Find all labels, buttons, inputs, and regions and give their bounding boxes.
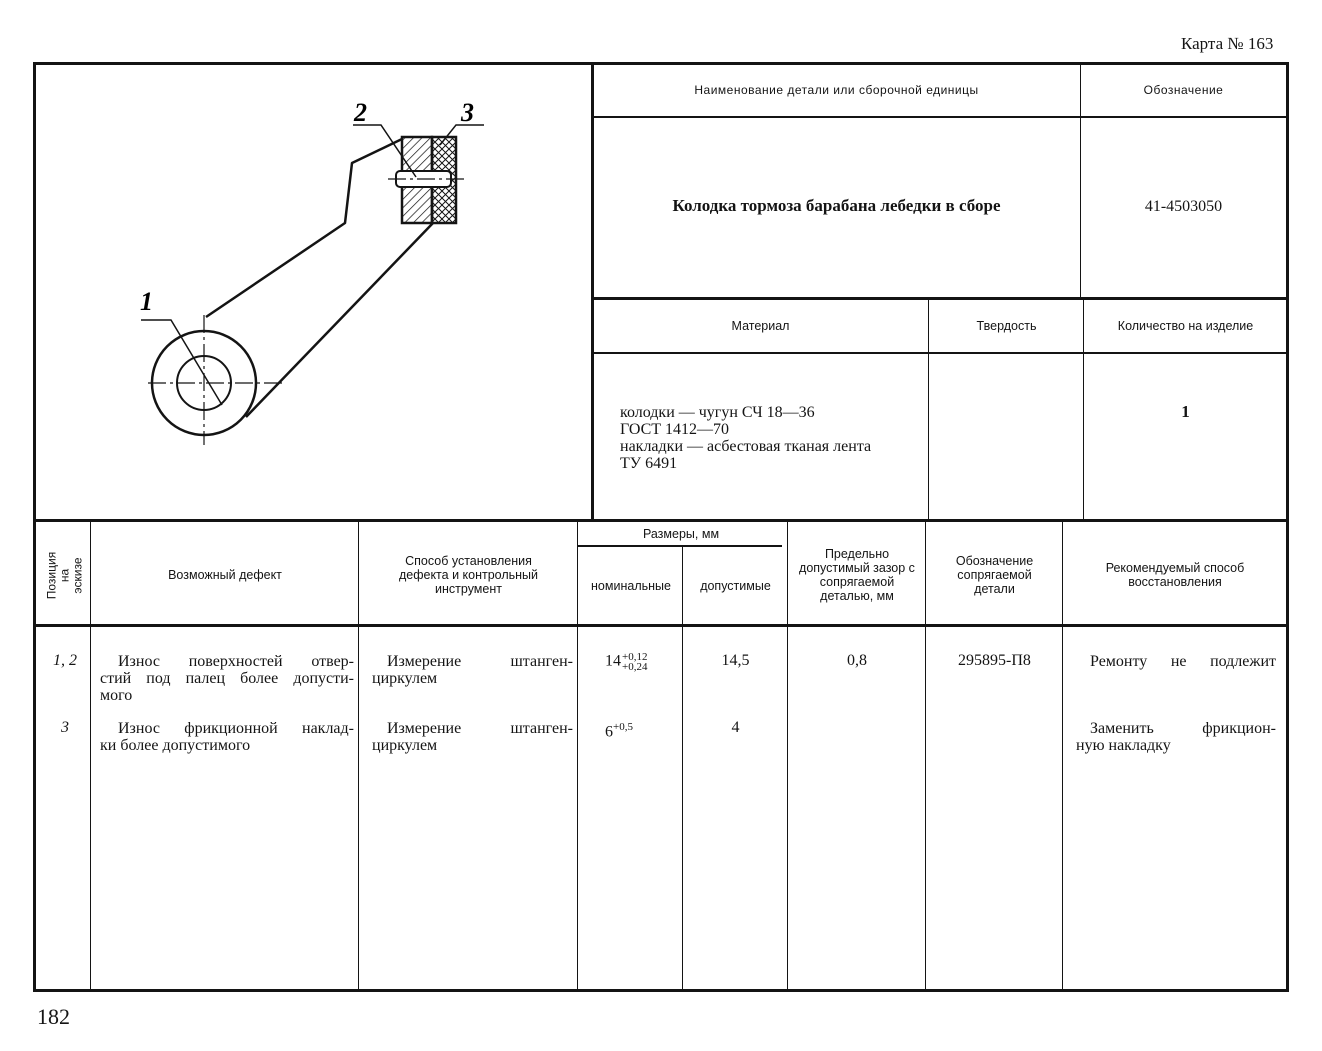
row-allowed: 4 (731, 719, 740, 736)
header-divider-3 (593, 352, 1286, 354)
designation-label: Обозначение (1143, 83, 1224, 97)
row-defect: Износ фрикционной наклад- ки более допус… (100, 720, 354, 754)
row-nominal: 14+0,12+0,24 (605, 651, 683, 673)
method-line: циркулем (372, 670, 438, 687)
row-allowed: 14,5 (721, 652, 750, 669)
defect-line: стий под палец более допусти- (100, 670, 354, 687)
row-gap: 0,8 (847, 652, 867, 669)
method-line: Измерение штанген- (387, 720, 573, 737)
header-divider-2 (593, 297, 1286, 300)
callout-3: 3 (460, 98, 474, 127)
col-sep-2 (358, 521, 359, 990)
sketch-divider (591, 62, 594, 520)
row-position: 3 (61, 719, 69, 736)
row-method: Измерение штанген- циркулем (372, 720, 573, 754)
restore-line: ную накладку (1076, 737, 1171, 754)
row-mating: 295895-П8 (958, 652, 1031, 669)
row-restore: Ремонту не подлежит (1076, 653, 1276, 670)
restore-header: Рекомендуемый способ восстановления (1105, 561, 1245, 589)
defect-header: Возможный дефект (168, 568, 282, 582)
part-name: Колодка тормоза барабана лебедки в сборе (672, 196, 1001, 215)
col-sep-7 (1062, 521, 1063, 990)
callout-1: 1 (140, 287, 153, 316)
allowed-header: допустимые (700, 579, 771, 593)
material-value: колодки — чугун СЧ 18—36 ГОСТ 1412—70 на… (620, 404, 925, 472)
part-sketch: 1 2 3 (140, 98, 484, 445)
method-line: циркулем (372, 737, 438, 754)
hardness-label: Твердость (976, 319, 1037, 333)
lever-lower-edge (245, 222, 434, 418)
col-sep-5 (787, 521, 788, 990)
defect-line: ки более допустимого (100, 737, 251, 754)
material-line: накладки — асбестовая тканая лента (620, 438, 872, 455)
defect-line: Износ фрикционной наклад- (118, 720, 354, 737)
row-nominal: 6+0,5 (605, 719, 683, 740)
dimensions-header: Размеры, мм (642, 526, 720, 541)
nominal-lower: +0,24 (622, 661, 648, 673)
nominal-base: 6 (605, 723, 613, 741)
page-number: 182 (37, 1004, 70, 1029)
card-number: Карта № 163 (1181, 34, 1274, 53)
col-sep-1 (90, 521, 91, 990)
card-frame (33, 62, 1289, 992)
row-method: Измерение штанген- циркулем (372, 653, 573, 687)
col-sep-3 (577, 521, 578, 990)
part-name-label: Наименование детали или сборочной единиц… (694, 83, 979, 97)
col-sep-4 (682, 546, 683, 990)
table-top-line (36, 519, 1286, 522)
part-designation: 41-4503050 (1144, 198, 1223, 215)
lever-upper-edge (205, 137, 403, 319)
row-defect: Износ поверхностей отвер- стий под палец… (100, 653, 354, 704)
nominal-upper: +0,12 (622, 651, 648, 663)
position-header: Позиция на эскизе (44, 551, 85, 599)
nominal-upper: +0,5 (613, 721, 633, 733)
restore-line: Ремонту не подлежит (1090, 653, 1276, 670)
quantity-label: Количество на изделие (1117, 319, 1254, 333)
defect-line: мого (100, 687, 133, 704)
table-header-line (36, 624, 1286, 627)
defect-line: Износ поверхностей отвер- (118, 653, 354, 670)
designation-divider (1080, 62, 1081, 298)
method-line: Измерение штанген- (387, 653, 573, 670)
quantity-value: 1 (1181, 402, 1190, 421)
nominal-header: номинальные (591, 579, 671, 593)
mating-header: Обозначение сопрягаемой детали (955, 554, 1034, 596)
gap-header: Предельно допустимый зазор с сопрягаемой… (799, 547, 915, 603)
nominal-base: 14 (605, 652, 621, 670)
header-divider-1 (593, 116, 1286, 118)
method-header: Способ установления дефекта и контрольны… (398, 554, 539, 596)
hardness-divider-right (1083, 298, 1084, 520)
material-line: ТУ 6491 (620, 455, 678, 472)
hardness-divider-left (928, 298, 929, 520)
restore-line: Заменить фрикцион- (1090, 720, 1276, 737)
material-line: ГОСТ 1412—70 (620, 421, 730, 438)
col-sep-6 (925, 521, 926, 990)
dimensions-subline (578, 545, 782, 547)
row-restore: Заменить фрикцион- ную накладку (1076, 720, 1276, 754)
material-line: колодки — чугун СЧ 18—36 (620, 404, 815, 421)
material-label: Материал (731, 319, 790, 333)
row-position: 1, 2 (53, 652, 77, 669)
callout-2: 2 (353, 98, 367, 127)
